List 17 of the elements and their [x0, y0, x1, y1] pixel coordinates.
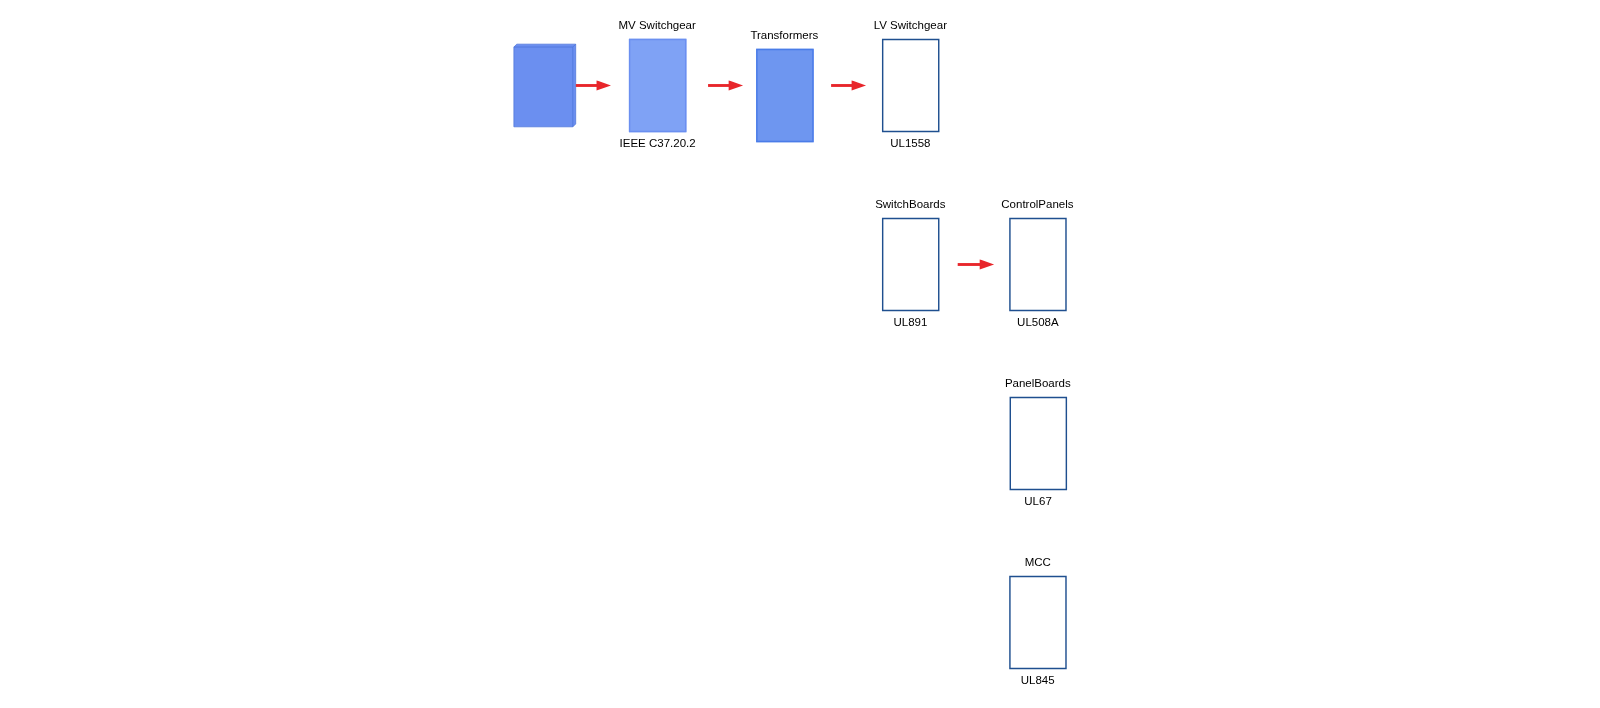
node-label: UL67 [1024, 495, 1052, 508]
node-label: MCC [1024, 556, 1051, 569]
arrow [957, 259, 995, 270]
node-label: ControlPanels [1001, 198, 1074, 211]
node-label: UL845 [1020, 674, 1055, 687]
node-label: PanelBoards [1004, 377, 1071, 390]
arrow [831, 80, 867, 91]
node-label: UL891 [893, 316, 928, 329]
arrow [708, 80, 744, 91]
node-label: MV Switchgear [618, 19, 696, 32]
node-label: UL508A [1017, 316, 1059, 329]
node-label: SwitchBoards [875, 198, 946, 211]
arrow [575, 80, 611, 91]
node-label: UL1558 [890, 137, 931, 150]
node-label: Transformers [750, 29, 819, 42]
node-label: IEEE C37.20.2 [619, 137, 696, 150]
node-label: LV Switchgear [873, 19, 947, 32]
